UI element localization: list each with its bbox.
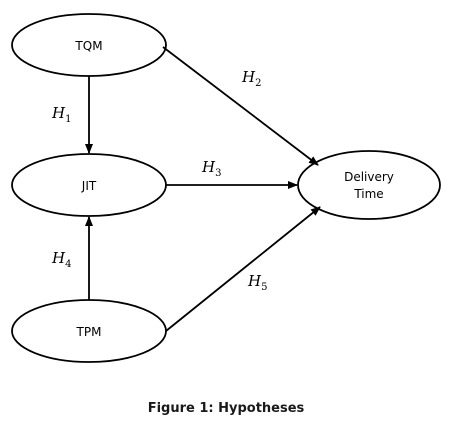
edge-h5-arrow — [165, 206, 321, 332]
node-delivery-time-label-line1: Delivery — [344, 170, 394, 184]
node-tpm: TPM — [11, 299, 167, 363]
edge-h3-index: 3 — [215, 168, 221, 179]
edge-h5-label: H5 — [247, 272, 267, 293]
edge-h4-label: H4 — [51, 249, 71, 270]
edge-h4-index: 4 — [65, 259, 71, 270]
edge-h2-arrow — [162, 46, 319, 166]
edge-h2-symbol: H — [241, 68, 256, 86]
edge-h5-index: 5 — [261, 282, 267, 293]
node-delivery-time-ellipse — [297, 150, 441, 220]
node-jit-label: JIT — [81, 179, 97, 193]
node-tpm-label: TPM — [76, 325, 102, 339]
figure-caption: Figure 1: Hypotheses — [148, 401, 305, 416]
node-delivery-time: Delivery Time — [297, 150, 441, 220]
edge-h3-symbol: H — [201, 158, 216, 176]
node-tqm-label: TQM — [74, 39, 102, 53]
node-delivery-time-label-line2: Time — [353, 187, 383, 201]
edge-h1-index: 1 — [65, 114, 71, 125]
edge-h1-symbol: H — [51, 104, 66, 122]
edge-h2-label: H2 — [241, 68, 261, 89]
edge-h3-label: H3 — [201, 158, 221, 179]
node-jit: JIT — [11, 153, 167, 217]
edge-h5-symbol: H — [247, 272, 262, 290]
edge-h4-symbol: H — [51, 249, 66, 267]
edge-h2-index: 2 — [255, 78, 261, 89]
edge-h1-label: H1 — [51, 104, 71, 125]
node-tqm: TQM — [11, 13, 167, 77]
